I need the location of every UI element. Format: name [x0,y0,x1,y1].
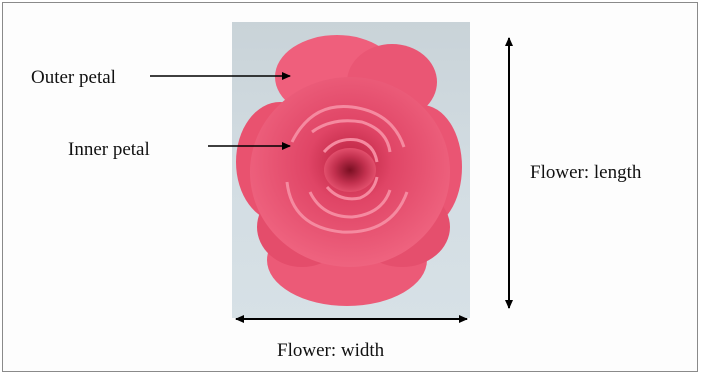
flower-width-label: Flower: width [277,341,384,360]
flower-photo [232,22,470,318]
flower-center [324,148,376,192]
outer-petal-label: Outer petal [31,68,116,87]
inner-petal-label: Inner petal [68,140,150,159]
flower-illustration [232,22,470,318]
flower-length-label: Flower: length [530,163,641,182]
